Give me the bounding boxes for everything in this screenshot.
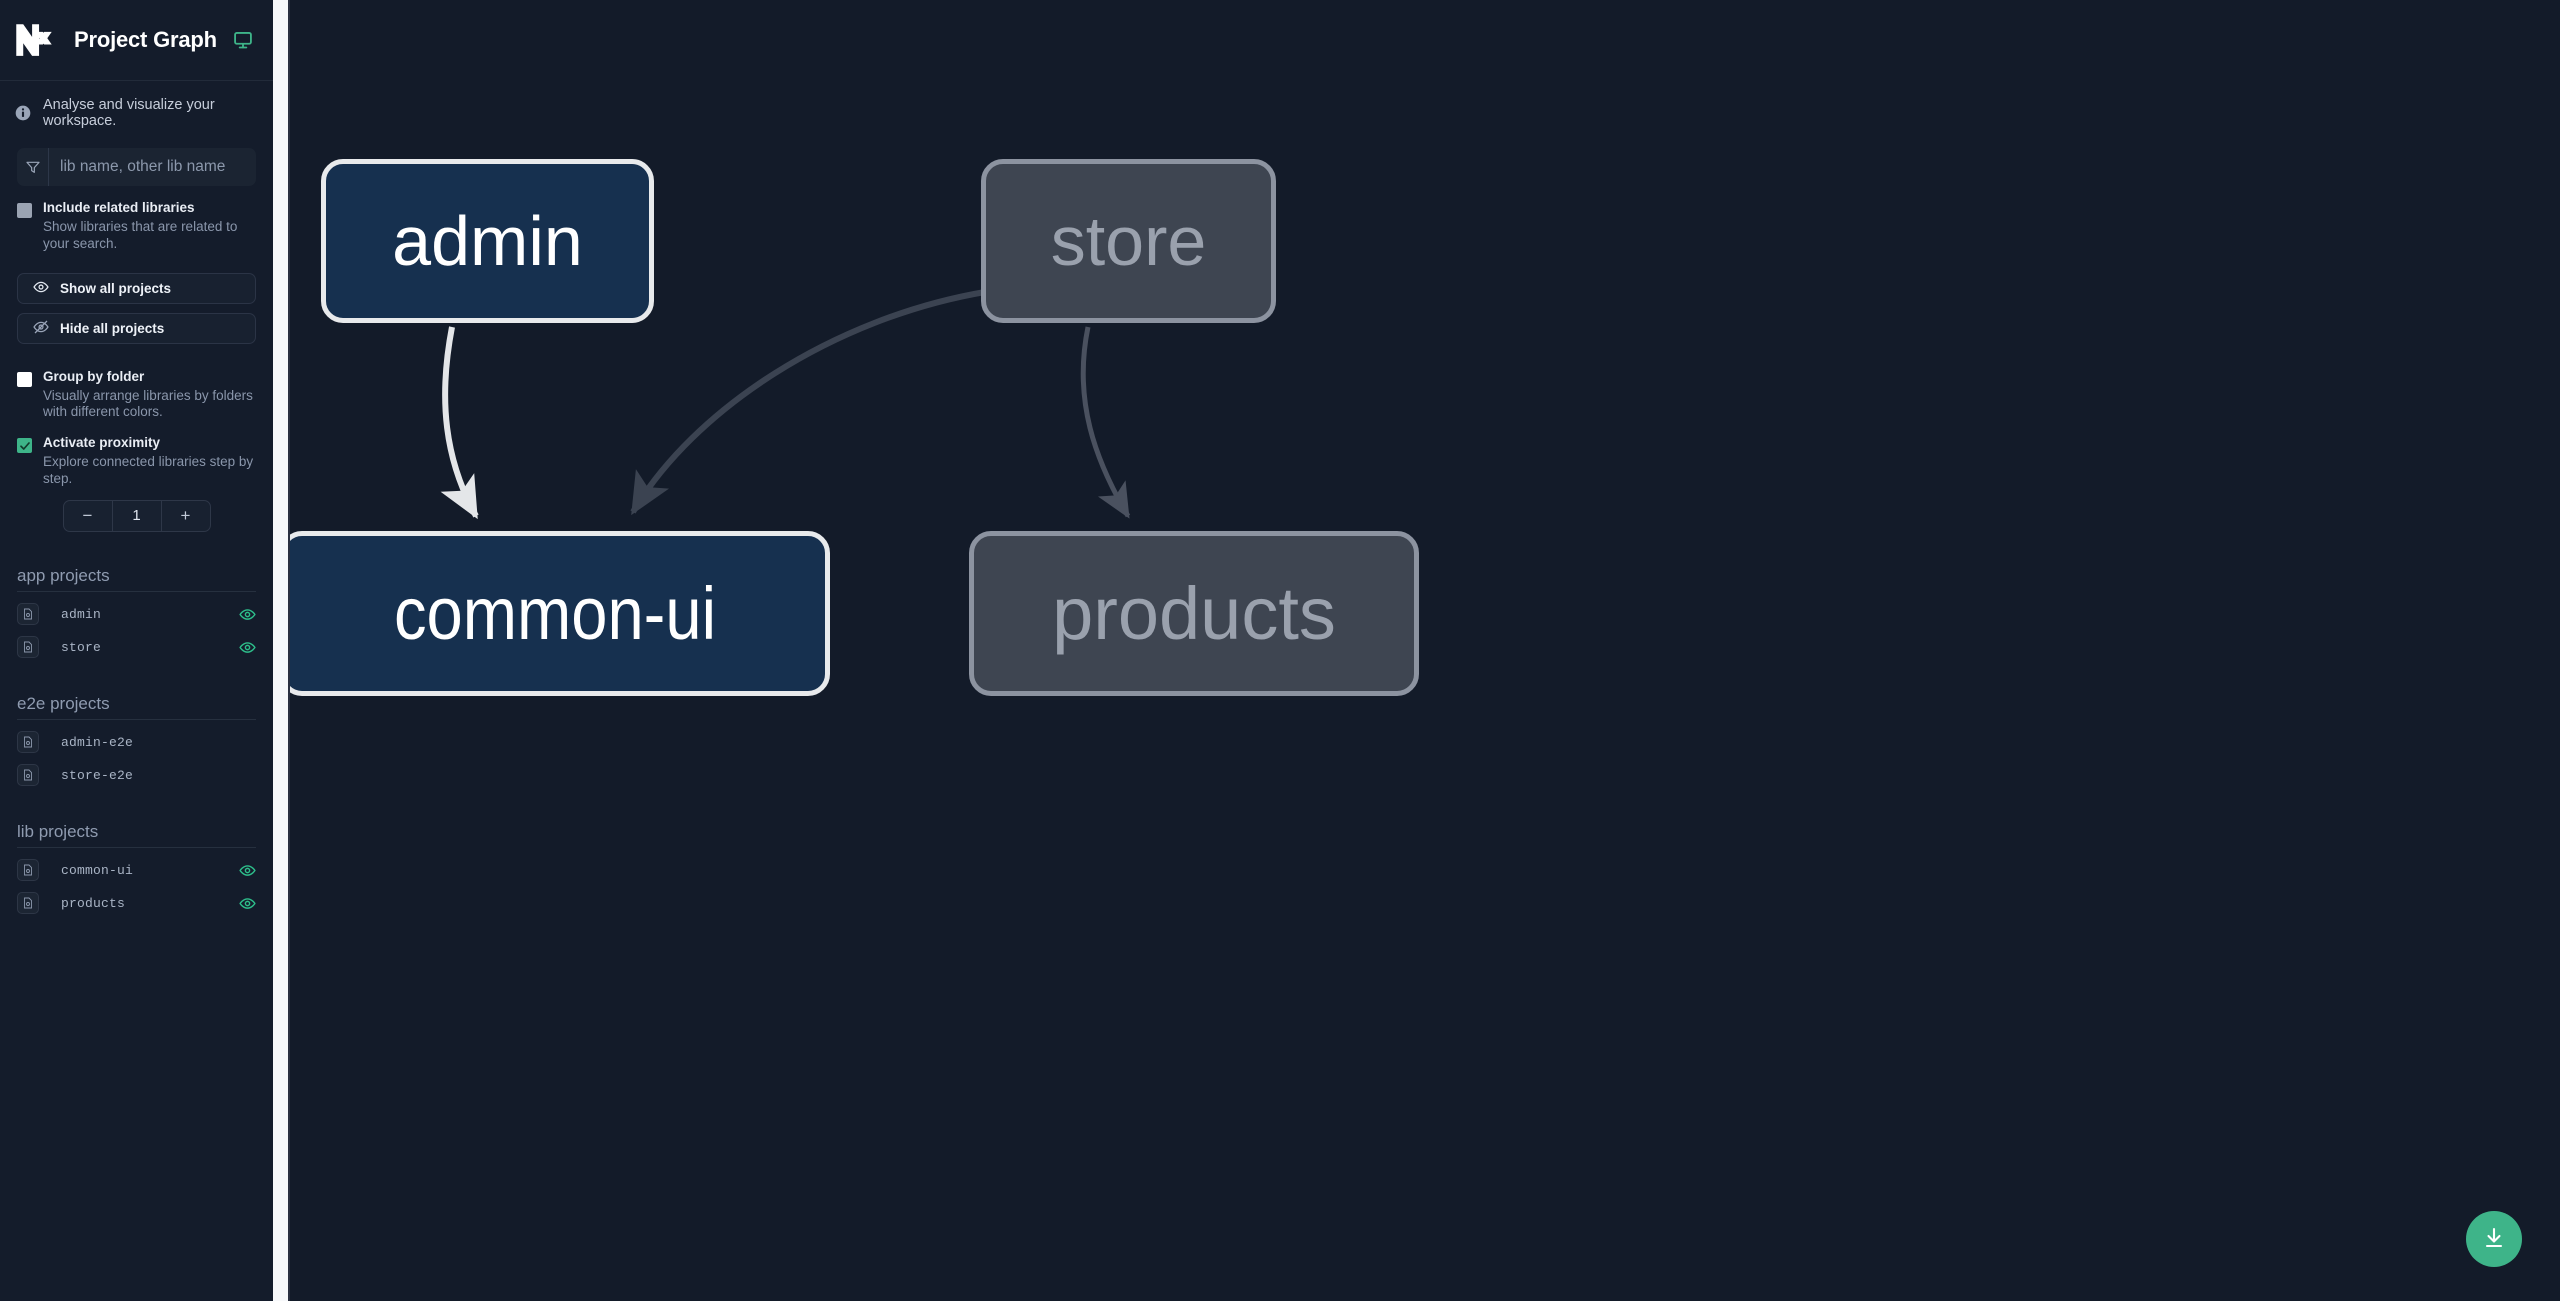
project-groups: app projects admin [0, 532, 273, 920]
project-visibility-eye-icon[interactable] [239, 895, 256, 912]
option-title: Activate proximity [43, 435, 161, 451]
graph-node-label: products [1052, 572, 1336, 655]
checkbox-include-related-libraries[interactable] [17, 203, 32, 218]
option-include-related-libraries[interactable]: Include related libraries Show libraries… [0, 186, 273, 253]
project-row-products[interactable]: products [17, 887, 256, 920]
project-row-store-e2e[interactable]: store-e2e [17, 759, 256, 792]
download-icon [2482, 1226, 2506, 1253]
edge-store-to-common-ui [630, 289, 986, 516]
project-file-icon [17, 636, 39, 659]
eye-icon [33, 279, 49, 298]
project-row-admin-e2e[interactable]: admin-e2e [17, 726, 256, 759]
option-description: Visually arrange libraries by folders wi… [43, 387, 253, 420]
group-title: app projects [17, 566, 256, 592]
option-title: Group by folder [43, 368, 145, 384]
project-visibility-eye-icon[interactable] [239, 639, 256, 656]
sidebar-divider [288, 0, 290, 1301]
project-row-common-ui[interactable]: common-ui [17, 854, 256, 887]
bulk-action-buttons: Show all projects Hide all projects [0, 253, 273, 344]
project-row-admin[interactable]: admin [17, 598, 256, 631]
project-visibility-eye-icon[interactable] [239, 862, 256, 879]
project-name: admin-e2e [61, 734, 134, 750]
filter-funnel-icon [17, 148, 49, 186]
proximity-stepper-wrap: − 1 + [0, 488, 273, 532]
project-graph-canvas[interactable]: admin store common-ui products [273, 0, 2560, 1301]
stepper-divider [160, 500, 162, 531]
graph-node-admin[interactable]: admin [321, 159, 654, 323]
checkbox-group-by-folder[interactable] [17, 371, 32, 387]
project-group-e2e: e2e projects admin-e2e [17, 694, 256, 792]
proximity-value: 1 [132, 507, 141, 525]
option-description: Explore connected libraries step by step… [43, 454, 254, 486]
project-file-icon [17, 859, 39, 882]
search-input[interactable] [49, 148, 256, 186]
group-title: lib projects [17, 822, 256, 848]
nx-logo-icon [15, 23, 53, 57]
project-file-icon [17, 892, 39, 915]
show-all-projects-button[interactable]: Show all projects [17, 272, 256, 304]
proximity-decrement-button[interactable]: − [64, 501, 112, 531]
hide-all-projects-label: Hide all projects [60, 320, 165, 336]
project-visibility-eye-icon[interactable] [239, 606, 256, 623]
stepper-divider [111, 500, 113, 531]
monitor-icon[interactable] [233, 30, 253, 50]
project-name: common-ui [61, 862, 134, 878]
sidebar-scrollbar[interactable] [273, 0, 288, 1301]
option-description: Show libraries that are related to your … [43, 218, 238, 251]
project-name: products [61, 895, 126, 911]
graph-node-label: admin [392, 202, 583, 280]
edge-admin-to-common-ui [440, 326, 479, 520]
show-all-projects-label: Show all projects [60, 280, 172, 296]
download-graph-button[interactable] [2466, 1211, 2522, 1267]
project-file-icon [17, 603, 39, 626]
option-group-by-folder[interactable]: Group by folder Visually arrange librari… [0, 353, 273, 422]
graph-node-common-ui[interactable]: common-ui [280, 531, 830, 696]
proximity-increment-button[interactable]: + [162, 501, 210, 531]
info-icon [15, 105, 31, 121]
option-activate-proximity[interactable]: Activate proximity Explore connected lib… [0, 421, 273, 488]
hide-all-projects-button[interactable]: Hide all projects [17, 312, 256, 344]
tagline: Analyse and visualize your workspace. [0, 81, 273, 143]
sidebar-header: Project Graph [0, 0, 273, 81]
proximity-stepper: − 1 + [62, 499, 211, 532]
project-name: store [61, 639, 102, 655]
project-group-lib: lib projects common-ui [17, 822, 256, 920]
option-title: Include related libraries [43, 200, 195, 215]
page-title: Project Graph [74, 27, 217, 52]
checkbox-activate-proximity[interactable] [17, 438, 32, 454]
project-name: admin [61, 606, 102, 622]
eye-off-icon [33, 319, 49, 338]
sidebar: Project Graph Analyse and visualize your… [0, 0, 273, 1301]
project-file-icon [17, 731, 39, 754]
tagline-text: Analyse and visualize your workspace. [43, 97, 215, 129]
project-name: store-e2e [61, 767, 134, 783]
graph-edges-layer [440, 289, 1131, 520]
graph-node-label: common-ui [393, 572, 717, 655]
project-group-app: app projects admin [17, 566, 256, 664]
group-title: e2e projects [17, 694, 256, 720]
graph-node-label: store [1050, 202, 1207, 280]
edge-store-to-products [1080, 326, 1131, 519]
graph-node-products[interactable]: products [969, 531, 1419, 696]
project-row-store[interactable]: store [17, 631, 256, 664]
search-field[interactable] [17, 148, 256, 186]
graph-node-store[interactable]: store [981, 159, 1276, 323]
project-file-icon [17, 764, 39, 787]
